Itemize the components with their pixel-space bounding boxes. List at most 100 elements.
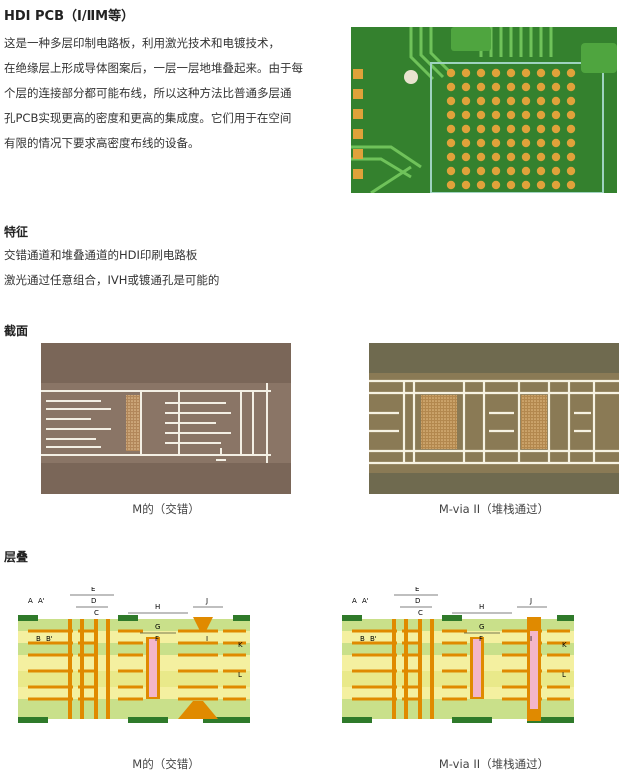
stackup-layer — [342, 619, 574, 631]
ball-pad — [521, 82, 531, 92]
copper-trace — [178, 697, 218, 701]
dimension-label: A — [28, 597, 33, 605]
ball-pad — [506, 138, 516, 148]
ball-pad — [566, 180, 576, 190]
copper-trace — [352, 641, 397, 645]
copper-trace — [402, 697, 422, 701]
copper-trace — [28, 641, 73, 645]
features-heading: 特征 — [4, 225, 29, 239]
via-barrel — [94, 619, 98, 719]
ball-pad — [476, 124, 486, 134]
dimension-label: F — [155, 635, 159, 643]
board-background — [351, 27, 617, 193]
copper-trace — [402, 669, 422, 673]
dimension-label: A' — [38, 597, 45, 605]
dimension-label: B — [36, 635, 41, 643]
intro-line: 这是一种多层印制电路板，利用激光技术和电镀技术， — [4, 36, 280, 50]
ball-pad — [491, 110, 501, 120]
fiducial — [404, 70, 418, 84]
copper-trace — [352, 669, 397, 673]
solder-mask — [203, 717, 250, 723]
solder-mask — [128, 717, 168, 723]
ball-pad — [536, 138, 546, 148]
edge-pad — [353, 109, 363, 119]
dimension-label: G — [479, 623, 484, 631]
cross-section-photo-staggered — [41, 343, 291, 494]
pcb-trace — [419, 27, 445, 79]
ball-pad — [566, 110, 576, 120]
ball-pad — [521, 68, 531, 78]
ball-pad — [461, 180, 471, 190]
copper-trace — [547, 669, 570, 673]
edge-pad — [353, 169, 363, 179]
pcb-photo — [351, 27, 617, 193]
ball-pad — [521, 96, 531, 106]
via-barrel — [392, 619, 396, 719]
intro-line: 个层的连接部分都可能布线，所以这种方法比普通多层通 — [4, 86, 292, 100]
ball-pad — [491, 96, 501, 106]
ball-pad — [476, 96, 486, 106]
dimension-label: K — [562, 641, 567, 649]
dimension-label: G — [155, 623, 160, 631]
copper-trace — [442, 629, 467, 633]
ball-pad — [536, 68, 546, 78]
ball-pad — [491, 138, 501, 148]
ball-pad — [446, 152, 456, 162]
ball-pad — [446, 138, 456, 148]
ball-pad — [461, 82, 471, 92]
ball-pad — [551, 124, 561, 134]
ball-pad — [476, 110, 486, 120]
ball-pad — [551, 82, 561, 92]
intro-line: 在绝缘层上形成导体图案后，一层一层地堆叠起来。由于每 — [4, 61, 303, 75]
dimension-label: E — [91, 587, 95, 593]
dimension-label: D — [415, 597, 420, 605]
copper-trace — [502, 685, 542, 689]
ball-pad — [491, 82, 501, 92]
stackup-layer — [18, 655, 250, 671]
ball-pad — [566, 166, 576, 176]
edge-pad — [353, 89, 363, 99]
dimension-label: A' — [362, 597, 369, 605]
via-barrel — [68, 619, 72, 719]
dimension-label: C — [418, 609, 423, 617]
ball-pad — [536, 110, 546, 120]
ball-pad — [551, 110, 561, 120]
copper-trace — [118, 685, 143, 689]
copper-trace — [223, 641, 246, 645]
ball-pad — [551, 68, 561, 78]
ball-pad — [461, 110, 471, 120]
ball-pad — [506, 82, 516, 92]
ball-pad — [461, 138, 471, 148]
ball-pad — [521, 152, 531, 162]
intro-line: 有限的情况下要求高密度布线的设备。 — [4, 136, 200, 150]
via-barrel — [80, 619, 84, 719]
copper-trace — [78, 697, 98, 701]
dimension-label: J — [529, 597, 532, 605]
ball-pad — [566, 68, 576, 78]
ball-pad — [461, 96, 471, 106]
ball-pad — [506, 68, 516, 78]
ball-pad — [476, 180, 486, 190]
solder-mask — [233, 615, 250, 621]
intro-paragraph: 这是一种多层印制电路板，利用激光技术和电镀技术， 在绝缘层上形成导体图案后，一层… — [4, 31, 334, 156]
ball-pad — [461, 166, 471, 176]
stackup-layer — [342, 671, 574, 687]
ball-pad — [566, 138, 576, 148]
dimension-label: I — [206, 635, 208, 643]
stackup-heading: 层叠 — [4, 550, 29, 564]
laser-via — [178, 701, 218, 719]
copper-trace — [223, 653, 246, 657]
ball-pad — [566, 82, 576, 92]
copper-trace — [402, 629, 422, 633]
copper-trace — [118, 653, 143, 657]
via-barrel — [106, 619, 110, 719]
copper-trace — [547, 685, 570, 689]
copper-trace — [118, 641, 143, 645]
copper-trace — [28, 697, 73, 701]
ball-pad — [521, 110, 531, 120]
copper-trace — [28, 669, 73, 673]
ball-pad — [506, 152, 516, 162]
ball-pad — [521, 124, 531, 134]
copper-trace — [118, 629, 143, 633]
